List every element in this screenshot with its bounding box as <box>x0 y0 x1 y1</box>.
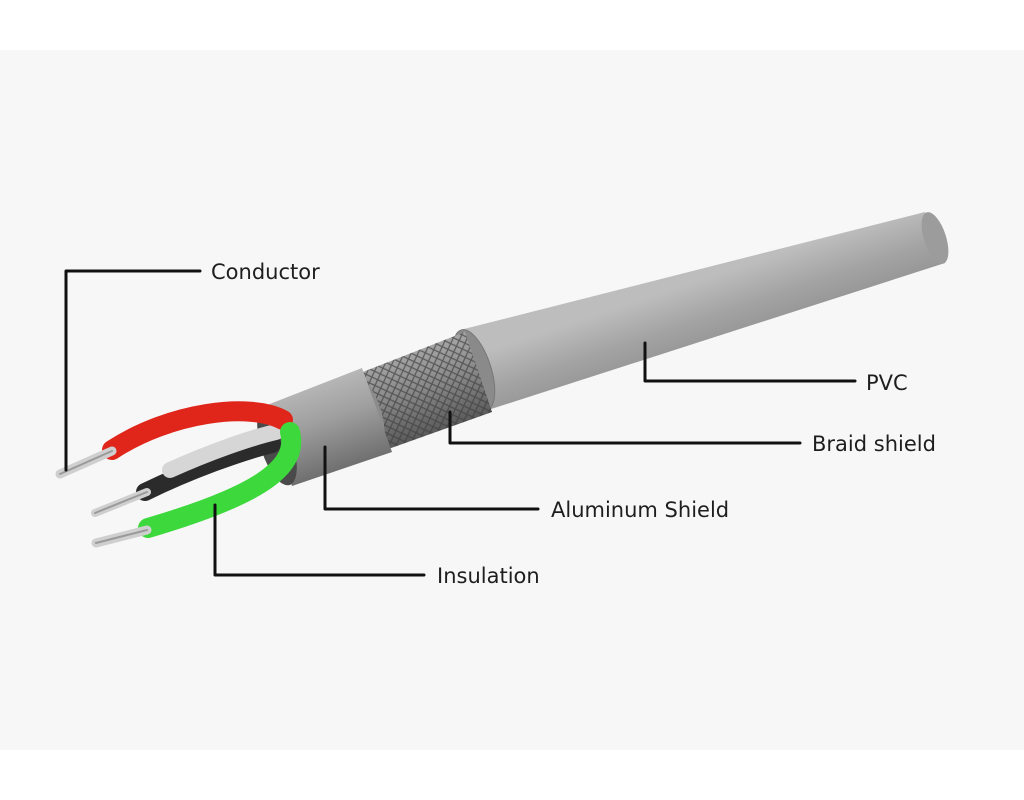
braid-shield-leader-line <box>448 410 802 445</box>
braid-shield-label: Braid shield <box>812 432 936 456</box>
black-wire <box>91 435 281 517</box>
conductor-leader-line <box>64 269 202 472</box>
green-wire <box>91 422 302 548</box>
pvc-label: PVC <box>866 371 908 395</box>
conductor-label: Conductor <box>211 260 320 284</box>
pvc-leader-line <box>643 341 857 383</box>
red-wire <box>55 401 293 479</box>
insulation-label: Insulation <box>437 564 540 588</box>
aluminum-shield-label: Aluminum Shield <box>551 498 730 522</box>
insulation-leader-line <box>213 503 426 577</box>
white-wire <box>162 424 284 478</box>
aluminum-shield-leader-line <box>323 445 540 511</box>
